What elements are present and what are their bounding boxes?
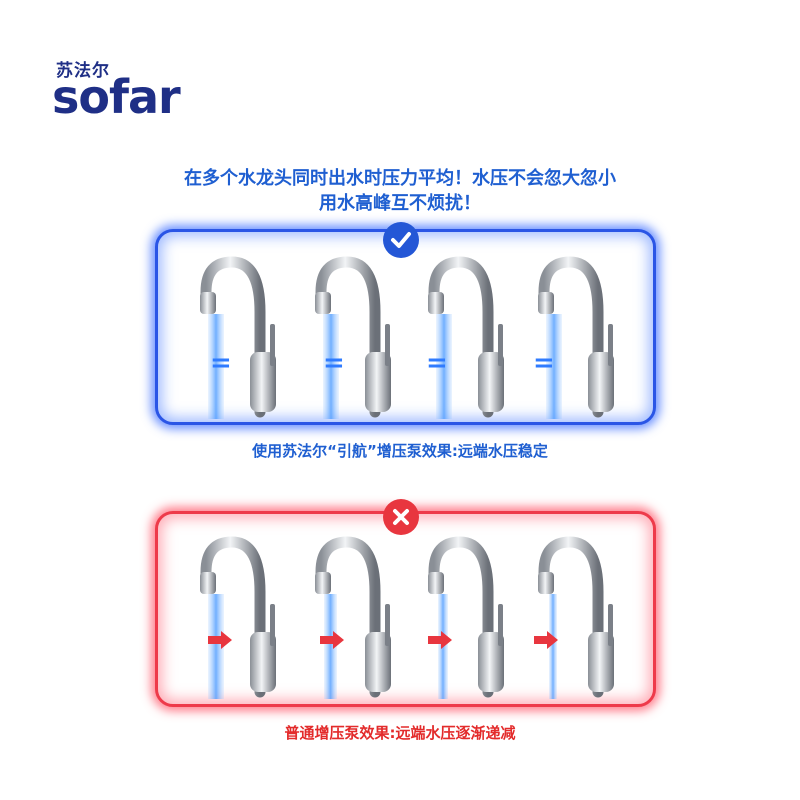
equal-marker-1: = (210, 348, 232, 378)
headline-line2: 用水高峰互不烦扰！ (319, 193, 481, 214)
equal-marker-4: = (533, 348, 555, 378)
equal-marker-2: = (323, 348, 345, 378)
faucet-6 (315, 536, 391, 699)
faucet-5 (200, 536, 276, 699)
arrow-right-icon (428, 631, 452, 649)
arrow-right-icon (320, 631, 344, 649)
arrow-right-icon (534, 631, 558, 649)
stable-pressure-panel: = = = = (155, 229, 656, 425)
close-icon (383, 499, 419, 535)
arrow-right-icon (208, 631, 232, 649)
decreasing-pressure-panel (155, 511, 656, 707)
faucet-2 (315, 256, 391, 419)
check-icon (383, 222, 419, 258)
faucet-7 (428, 536, 504, 699)
faucet-4 (538, 256, 614, 419)
faucet-1 (200, 256, 276, 419)
decreasing-pressure-caption: 普通增压泵效果:远端水压逐渐递减 (284, 724, 516, 742)
brand-en: sofar (52, 70, 181, 124)
headline-line1: 在多个水龙头同时出水时压力平均！水压不会忽大忽小 (184, 168, 616, 189)
brand-logo: 苏法尔 sofar (52, 56, 202, 126)
equal-marker-3: = (426, 348, 448, 378)
stable-pressure-caption: 使用苏法尔“引航”增压泵效果:远端水压稳定 (252, 442, 548, 460)
brand-cn: 苏法尔 (56, 61, 110, 81)
faucet-8 (538, 536, 614, 699)
faucet-3 (428, 256, 504, 419)
